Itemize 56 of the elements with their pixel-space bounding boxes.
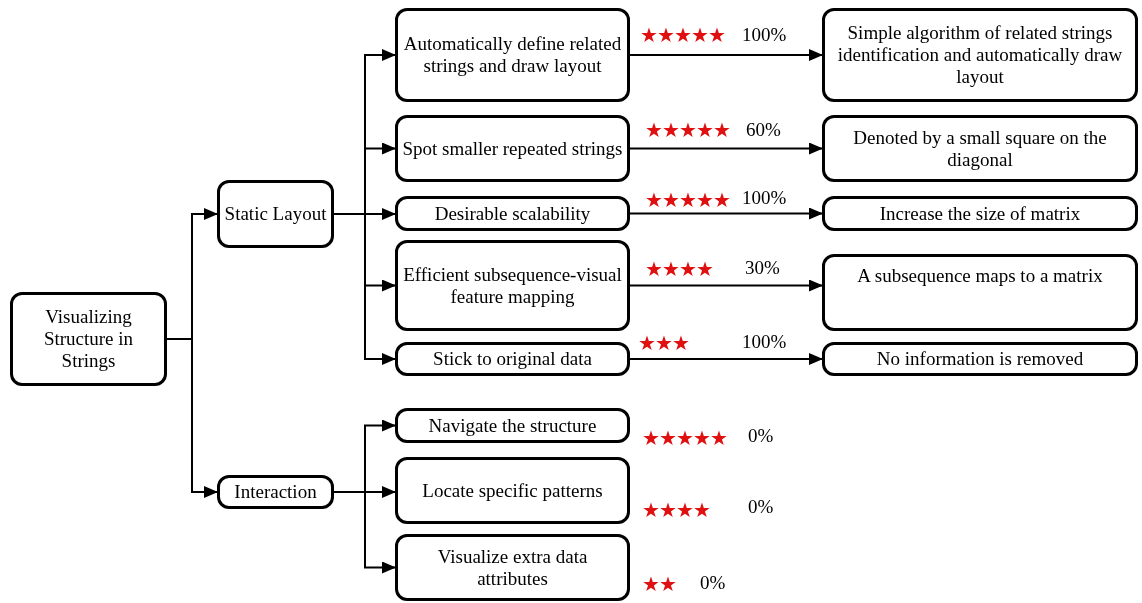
arrow (629, 207, 823, 220)
node-label: Visualizing Structure in Strings (42, 306, 135, 372)
percentage-label: 60% (746, 120, 781, 140)
arrow (333, 491, 396, 574)
percentage-label: 30% (745, 258, 780, 278)
process-box (822, 254, 1138, 331)
node-label: No information is removed (876, 348, 1084, 370)
node-label: Efficient subsequence-visual feature mapping (402, 263, 623, 308)
arrow (629, 279, 823, 292)
arrow (629, 49, 823, 61)
node-label: Static Layout (224, 203, 327, 225)
star-rating: ★★★★★ (645, 190, 730, 210)
node-label: A subsequence maps to a matrix (857, 265, 1103, 287)
percentage-label: 0% (700, 573, 726, 593)
percentage-label: 100% (742, 332, 787, 352)
node-label: Interaction (234, 481, 317, 503)
node-label: Denoted by a small square on the diagonal (852, 126, 1108, 171)
percentage-label: 100% (742, 188, 787, 208)
node-label: Simple algorithm of related strings identification and automatically draw layout (836, 22, 1124, 88)
process-box (395, 457, 630, 524)
node-label: Desirable scalability (434, 202, 591, 225)
node-label: Stick to original data (433, 348, 592, 370)
star-rating: ★★★★★ (640, 25, 725, 45)
node-label: Spot smaller repeated strings (402, 137, 623, 160)
process-box (395, 196, 630, 231)
arrow (166, 338, 218, 498)
process-box (395, 534, 630, 601)
process-box (395, 115, 630, 182)
percentage-label: 0% (748, 426, 774, 446)
process-box (395, 240, 630, 331)
percentage-label: 0% (748, 497, 774, 517)
process-box (217, 180, 334, 248)
node-label: Automatically define related strings and draw layout (402, 33, 623, 77)
star-rating: ★★★★ (642, 500, 710, 520)
process-box (395, 8, 630, 102)
node-label: Increase the size of matrix (879, 202, 1081, 225)
process-box (217, 475, 334, 509)
star-rating: ★★★★★ (645, 120, 730, 140)
process-box (822, 8, 1138, 102)
star-rating: ★★★★★ (642, 428, 727, 448)
node-label: Visualize extra data attributes (436, 545, 589, 590)
arrow (333, 213, 396, 365)
node-label: Locate specific patterns (422, 479, 603, 502)
process-box (10, 292, 167, 386)
star-rating: ★★★ (638, 333, 689, 353)
star-rating: ★★ (642, 574, 676, 594)
arrow (629, 142, 823, 155)
arrow (629, 353, 823, 365)
process-box (822, 115, 1138, 182)
node-label: Navigate the structure (428, 414, 597, 437)
process-box (395, 342, 630, 376)
process-box (822, 196, 1138, 231)
star-rating: ★★★★ (645, 259, 713, 279)
process-box (822, 342, 1138, 376)
process-box (395, 408, 630, 443)
percentage-label: 100% (742, 25, 787, 45)
